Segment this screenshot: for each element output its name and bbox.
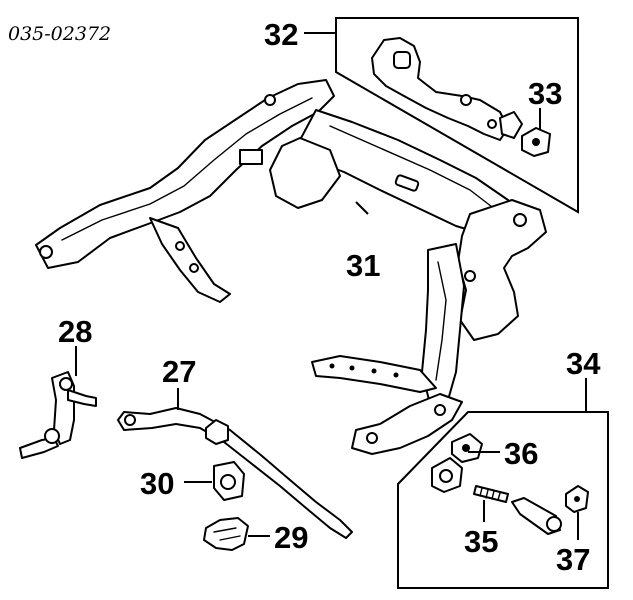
callout-37: 37 [556, 542, 590, 577]
callout-box-34 [397, 411, 609, 589]
callout-box-32 [335, 17, 579, 214]
callout-30: 30 [140, 466, 174, 501]
bushing-37 [565, 485, 589, 513]
crossmember-bracket [371, 37, 523, 141]
callout-28: 28 [58, 314, 92, 349]
diagram-code: 035-02372 [8, 23, 111, 45]
callout-34: 34 [566, 346, 601, 381]
lateral-link-eye [431, 457, 463, 493]
lateral-link-rod [511, 497, 562, 535]
callout-36: 36 [504, 436, 538, 471]
rear-subframe [35, 79, 547, 455]
callout-31: 31 [346, 248, 380, 283]
adjusting-bolt-35 [473, 485, 509, 503]
callout-33: 33 [528, 76, 562, 111]
stabilizer-bar [117, 407, 353, 539]
callout-35: 35 [464, 524, 498, 559]
callout-29: 29 [274, 520, 308, 555]
stabilizer-bushing [213, 461, 245, 501]
stabilizer-clamp [203, 517, 249, 551]
callout-27: 27 [162, 354, 196, 389]
stabilizer-link [19, 371, 97, 459]
callout-32: 32 [264, 17, 298, 52]
bushing-36 [451, 433, 483, 463]
mount-bushing-33 [521, 127, 551, 157]
